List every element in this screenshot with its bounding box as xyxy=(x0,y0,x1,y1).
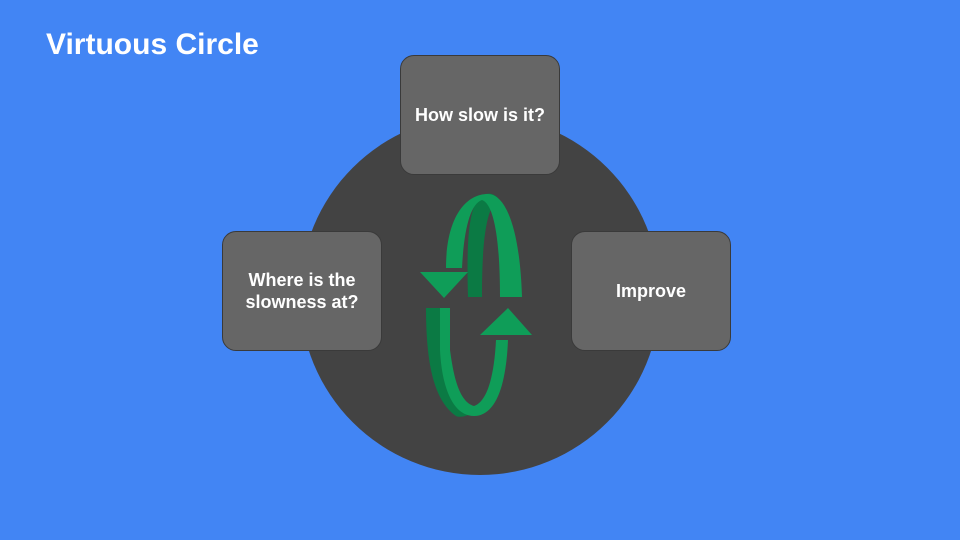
upper-arrow-outer xyxy=(446,194,522,297)
lower-arrowhead xyxy=(480,308,532,335)
step-box-improve: Improve xyxy=(571,231,731,351)
slide-title: Virtuous Circle xyxy=(46,28,259,61)
upper-arrow-inner xyxy=(467,193,498,297)
upper-arrowhead xyxy=(420,272,468,298)
step-box-how-slow: How slow is it? xyxy=(400,55,560,175)
lower-arrow-inner xyxy=(426,308,476,417)
lower-arrow-outer xyxy=(440,308,508,416)
step-box-where-slowness: Where is the slowness at? xyxy=(222,231,382,351)
cycle-arrows-icon xyxy=(420,193,532,417)
